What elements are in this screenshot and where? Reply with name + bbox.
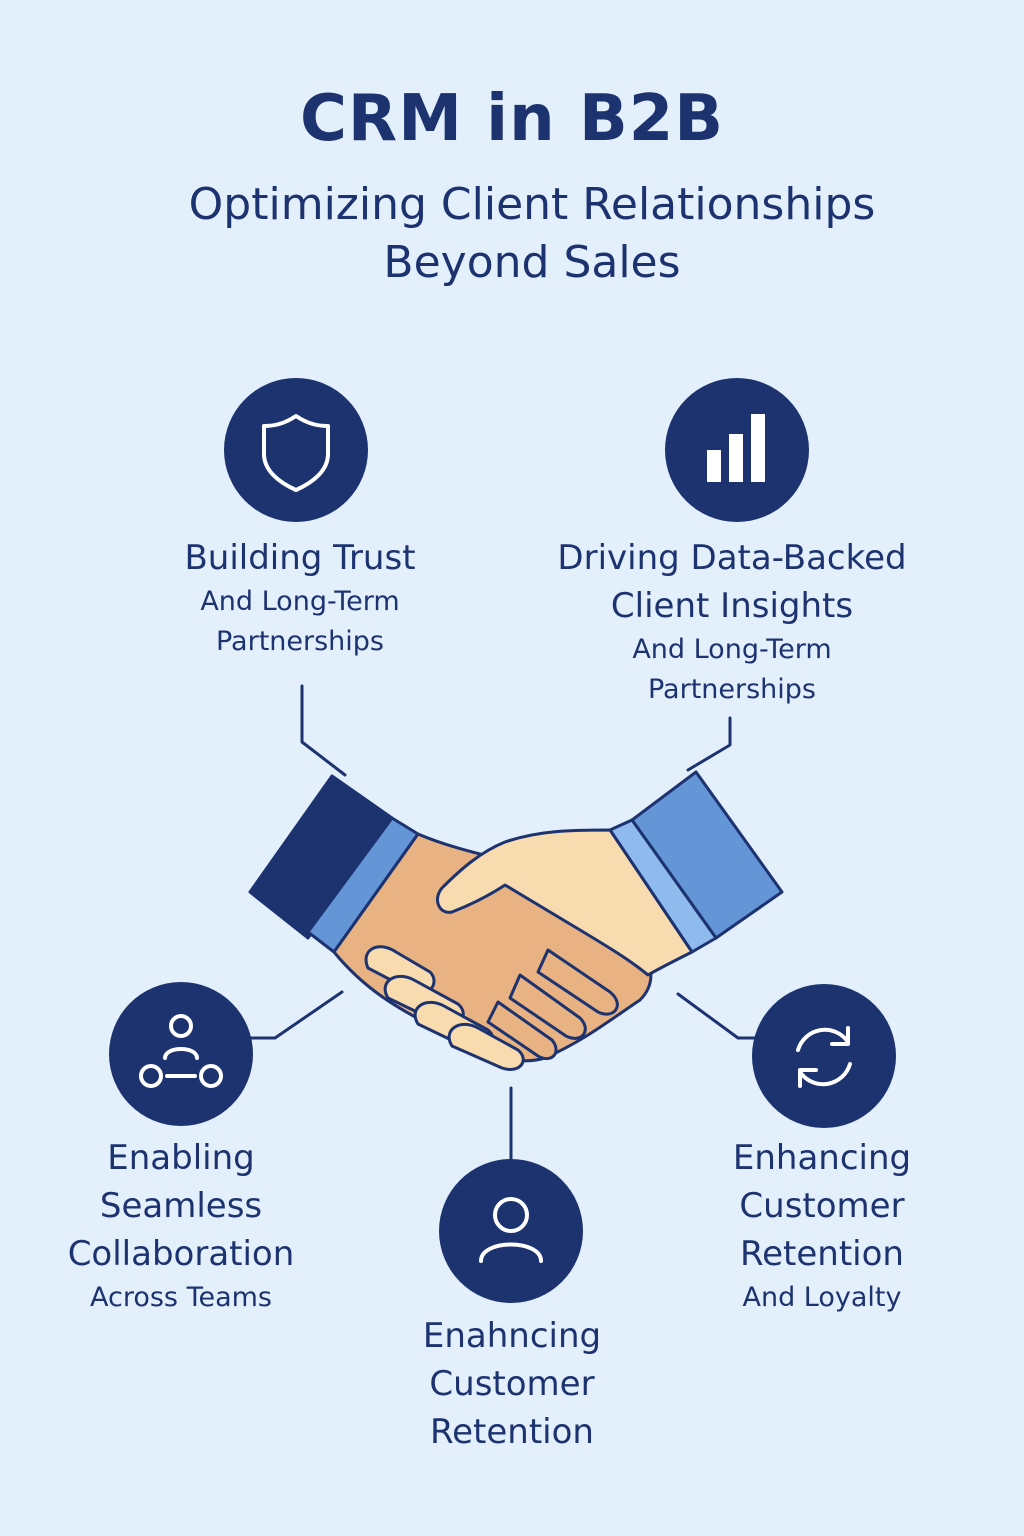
right-hand	[436, 828, 694, 977]
bar-chart-icon	[707, 414, 765, 482]
team-network-icon	[139, 1014, 223, 1088]
retention-right-sub: And Loyalty	[742, 1282, 902, 1313]
right-finger	[536, 948, 619, 1016]
refresh-icon	[796, 1026, 852, 1088]
shield-icon	[262, 414, 330, 492]
trust-title: Building Trust	[184, 538, 416, 578]
right-finger	[486, 1000, 558, 1061]
user-icon	[479, 1197, 543, 1263]
right-finger	[508, 973, 587, 1040]
data-title: Driving Data-Backed	[557, 538, 907, 578]
handshake-illustration	[248, 770, 784, 1071]
trust-sub: And Long-Term	[200, 586, 400, 617]
retention-center-text: Enahncing Customer Retention	[362, 1312, 662, 1456]
connector-data	[686, 716, 732, 772]
subtitle-line: Optimizing Client Relationships	[188, 179, 876, 230]
retention-right-title: Retention	[740, 1234, 904, 1274]
connector-collab	[248, 990, 344, 1040]
data-sub: Partnerships	[647, 674, 816, 705]
data-text: Driving Data-Backed Client Insights And …	[532, 534, 932, 710]
collab-title: Seamless	[99, 1186, 263, 1226]
retention-center-title: Retention	[430, 1412, 594, 1452]
subtitle-line: Beyond Sales	[383, 237, 681, 288]
retention-right-text: Enhancing Customer Retention And Loyalty	[692, 1134, 952, 1318]
data-title: Client Insights	[610, 586, 854, 626]
collab-title: Enabling	[107, 1138, 255, 1178]
collab-title: Collaboration	[67, 1234, 295, 1274]
data-icon-circle	[665, 378, 809, 522]
connector-retention-right	[676, 992, 758, 1040]
retention-center-icon-circle	[439, 1159, 583, 1303]
trust-text: Building Trust And Long-Term Partnership…	[140, 534, 460, 662]
trust-sub: Partnerships	[215, 626, 384, 657]
left-finger	[447, 1022, 525, 1071]
retention-right-title: Enhancing	[732, 1138, 912, 1178]
retention-center-title: Enahncing	[422, 1316, 602, 1356]
connector-trust	[300, 684, 347, 777]
retention-right-icon-circle	[752, 984, 896, 1128]
retention-center-title: Customer	[429, 1364, 595, 1404]
collab-sub: Across Teams	[89, 1282, 272, 1313]
page-title: CRM in B2B	[299, 82, 725, 156]
data-sub: And Long-Term	[632, 634, 832, 665]
trust-icon-circle	[224, 378, 368, 522]
page-subtitle: Optimizing Client Relationships Beyond S…	[112, 176, 952, 292]
retention-right-title: Customer	[739, 1186, 905, 1226]
collab-icon-circle	[109, 982, 253, 1126]
collab-text: Enabling Seamless Collaboration Across T…	[30, 1134, 332, 1318]
